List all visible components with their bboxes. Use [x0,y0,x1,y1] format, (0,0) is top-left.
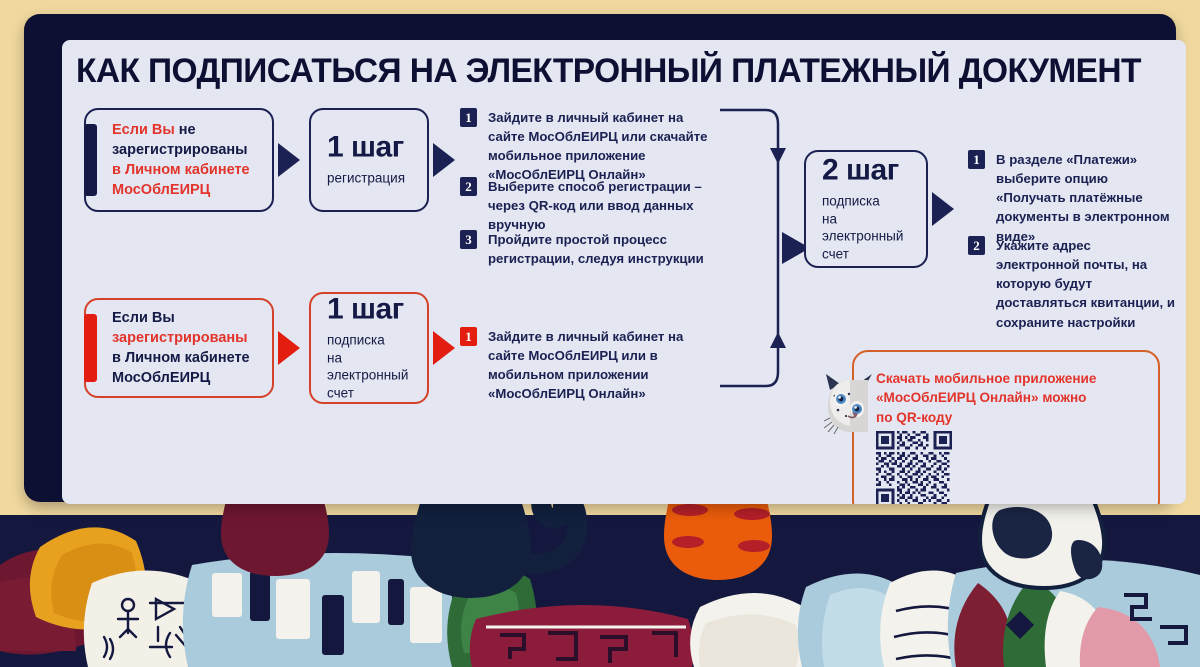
number-badge: 2 [460,177,477,196]
list-item-text: Зайдите в личный кабинет на сайте МосОбл… [488,329,684,402]
number-badge: 3 [460,230,477,249]
number-badge: 1 [460,327,477,346]
list-item-b2-1: 1 Зайдите в личный кабинет на сайте МосО… [460,327,710,404]
list-item-b1-2: 2 Выберите способ регистрации – через QR… [460,177,710,234]
number-badge: 2 [968,236,985,255]
qr-download-card: Скачать мобильное приложение «МосОблЕИРЦ… [852,350,1160,504]
step-card-1b-subscription: 1 шаг подписка на электронный счет [309,292,429,404]
list-item-text: В разделе «Платежи» выберите опцию «Полу… [996,152,1170,244]
step-1-subtitle: регистрация [327,170,406,186]
arrow-red-2 [433,331,455,365]
step-card-2-inner: 2 шаг подписка на электронный счет [822,155,916,262]
step-card-1-inner: 1 шаг регистрация [327,130,417,188]
list-item-text: Пройдите простой процесс регистрации, сл… [488,232,704,267]
number-badge: 1 [460,108,477,127]
number-badge: 1 [968,150,985,169]
arrow-navy-3 [932,192,954,226]
condition-card-registered: Если Вы зарегистрированы в Личном кабине… [84,298,274,398]
condition-card-not-registered: Если Вы не зарегистрированы в Личном каб… [84,108,274,212]
page-title: КАК ПОДПИСАТЬСЯ НА ЭЛЕКТРОННЫЙ ПЛАТЕЖНЫЙ… [76,52,1141,90]
peeking-cat-face [824,374,872,434]
arrow-navy-1 [278,143,300,177]
step-1b-heading: 1 шаг [327,292,404,326]
step-1b-subtitle: подписка на электронный счет [327,332,409,401]
condition-text-not-registered: Если Вы не зарегистрированы в Личном каб… [112,122,250,198]
step-2-subtitle: подписка на электронный счет [822,193,904,262]
list-item-b1-1: 1 Зайдите в личный кабинет на сайте МосО… [460,108,710,185]
step-card-1-registration: 1 шаг регистрация [309,108,429,212]
tv-screen: КАК ПОДПИСАТЬСЯ НА ЭЛЕКТРОННЫЙ ПЛАТЕЖНЫЙ… [62,40,1186,504]
list-item-text: Выберите способ регистрации – через QR-к… [488,179,702,233]
accent-bar-red [84,314,97,382]
tv-frame: КАК ПОДПИСАТЬСЯ НА ЭЛЕКТРОННЫЙ ПЛАТЕЖНЫЙ… [24,14,1186,504]
list-item-b1-3: 3 Пройдите простой процесс регистрации, … [460,230,710,268]
qr-code-image[interactable] [876,431,952,504]
list-item-text: Зайдите в личный кабинет на сайте МосОбл… [488,110,708,183]
list-item-text: Укажите адрес электронной почты, на кото… [996,238,1175,330]
connector-bracket [720,108,810,388]
step-card-2: 2 шаг подписка на электронный счет [804,150,928,268]
step-1-heading: 1 шаг [327,130,404,164]
list-item-step2-2: 2 Укажите адрес электронной почты, на ко… [968,236,1178,332]
step-card-1b-inner: 1 шаг подписка на электронный счет [327,294,417,401]
qr-card-title: Скачать мобильное приложение «МосОблЕИРЦ… [876,371,1097,425]
accent-bar-navy [84,124,97,196]
arrow-red-1 [278,331,300,365]
condition-text-registered: Если Вы зарегистрированы в Личном кабине… [112,310,250,386]
list-item-step2-1: 1 В разделе «Платежи» выберите опцию «По… [968,150,1178,246]
step-2-heading: 2 шаг [822,153,899,187]
arrow-navy-2 [433,143,455,177]
